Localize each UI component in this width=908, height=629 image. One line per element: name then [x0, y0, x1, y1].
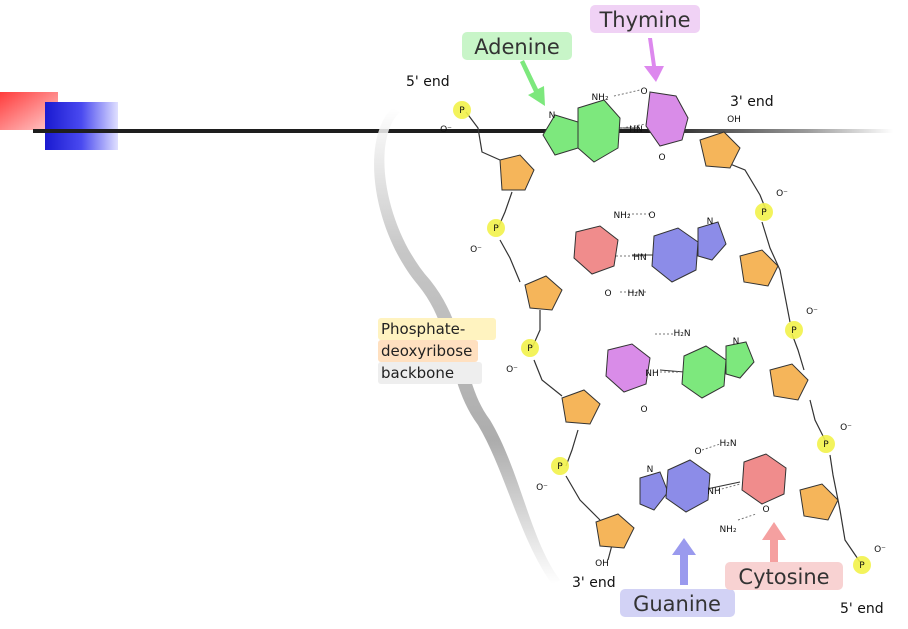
- phosphate-4: [551, 457, 569, 475]
- p-atom-7: P: [823, 440, 829, 450]
- hn-label-1: HN: [629, 125, 643, 135]
- thymine-arrow: [644, 38, 664, 82]
- p-atom-8: P: [859, 561, 865, 571]
- sugar-3-left: [561, 389, 601, 425]
- h2n-label-4: H₂N: [719, 439, 736, 449]
- three-prime-end-bottom: 3' end: [572, 575, 616, 591]
- n-label-2: N: [707, 217, 714, 227]
- o-label-7: O: [762, 505, 769, 515]
- thymine-base-1: [645, 91, 689, 147]
- guanine-base-4-hexagon: [665, 459, 711, 513]
- sugar-2-right: [739, 249, 779, 287]
- guanine-arrow: [672, 538, 696, 585]
- thymine-label-bg: [590, 5, 700, 33]
- hydrogen-bonds: [613, 89, 757, 521]
- cytosine-arrow: [762, 522, 786, 562]
- o-label-1: O: [640, 87, 647, 97]
- three-prime-end-top: 3' end: [730, 94, 774, 110]
- p-atom-1: P: [459, 106, 465, 116]
- sugar-4-right: [799, 483, 839, 521]
- adenine-base-1-pentagon: [542, 114, 579, 156]
- backbone-label-bg-1: [378, 318, 496, 340]
- nh-label-4: NH: [707, 487, 721, 497]
- backbone-label-bg-2: [378, 340, 478, 362]
- o-label-5: O: [640, 405, 647, 415]
- cytosine-label: Cytosine: [738, 565, 829, 589]
- phosphate-groups: [453, 101, 871, 574]
- o-minus-label-2: O⁻: [470, 245, 482, 255]
- phosphate-2: [487, 219, 505, 237]
- n-label-4: N: [647, 465, 654, 475]
- phosphate-6: [785, 321, 803, 339]
- backbone-label-line-2: deoxyribose: [381, 342, 472, 360]
- p-atom-4: P: [557, 462, 563, 472]
- backbone-label-line-3: backbone: [381, 364, 454, 382]
- phosphate-5: [755, 203, 773, 221]
- nh-label-3: NH: [645, 369, 659, 379]
- adenine-base-3-pentagon: [725, 341, 755, 379]
- n-label-3: N: [733, 337, 740, 347]
- backbone-label-line-1: Phosphate-: [381, 320, 465, 338]
- thymine-base-3: [605, 343, 651, 393]
- guanine-base-4-pentagon: [639, 471, 669, 511]
- five-prime-end-top: 5' end: [406, 74, 450, 90]
- sugar-2-left: [524, 275, 563, 311]
- o-label-2: O: [658, 153, 665, 163]
- o-minus-label-7: O⁻: [840, 423, 852, 433]
- phosphate-7: [817, 435, 835, 453]
- guanine-base-2-pentagon: [697, 221, 727, 261]
- thymine-label: Thymine: [598, 8, 690, 32]
- adenine-arrow: [520, 60, 545, 106]
- p-atom-5: P: [761, 208, 767, 218]
- sugar-3-right: [769, 363, 809, 401]
- title-rule: [33, 129, 893, 133]
- hn-label-2: HN: [633, 253, 647, 263]
- adenine-base-3-hexagon: [681, 345, 727, 399]
- o-minus-label-5: O⁻: [776, 189, 788, 199]
- o-minus-label-4: O⁻: [536, 483, 548, 493]
- p-atom-3: P: [527, 344, 533, 354]
- h2n-label-3: H₂N: [673, 329, 690, 339]
- blue-logo-square: [45, 102, 118, 150]
- o-label-4: O: [604, 289, 611, 299]
- guanine-label-bg: [620, 589, 735, 617]
- backbone-label-bg-3: [378, 362, 482, 384]
- adenine-label-bg: [462, 32, 572, 60]
- o-minus-label-1: O⁻: [440, 125, 452, 135]
- sugar-1-right: [699, 131, 741, 169]
- nh2-label-4: NH₂: [719, 525, 737, 535]
- adenine-label: Adenine: [474, 35, 560, 59]
- o-label-6: O: [694, 447, 701, 457]
- o-label-3: O: [648, 211, 655, 221]
- phosphate-8: [853, 556, 871, 574]
- five-prime-end-bottom: 5' end: [840, 601, 884, 617]
- adenine-base-1-hexagon: [577, 99, 621, 163]
- phosphate-3: [521, 339, 539, 357]
- slide-corner-logo: [0, 92, 118, 150]
- cytosine-base-4: [741, 453, 787, 505]
- oh-label-top: OH: [727, 115, 741, 125]
- cytosine-label-bg: [725, 562, 843, 590]
- h2n-label-2: H₂N: [627, 289, 644, 299]
- nh2-label-2: NH₂: [613, 211, 631, 221]
- o-minus-label-3: O⁻: [506, 365, 518, 375]
- cytosine-base-2: [573, 225, 619, 275]
- nh2-label-1: NH₂: [591, 93, 609, 103]
- p-atom-6: P: [791, 326, 797, 336]
- oh-label-bottom: OH: [595, 559, 609, 569]
- guanine-base-2-hexagon: [651, 227, 699, 283]
- sugar-1-left: [499, 154, 535, 191]
- phosphate-1: [453, 101, 471, 119]
- n-label-1: N: [549, 111, 556, 121]
- o-minus-label-8: O⁻: [874, 545, 886, 555]
- o-minus-label-6: O⁻: [806, 307, 818, 317]
- p-atom-2: P: [493, 224, 499, 234]
- guanine-label: Guanine: [633, 592, 721, 616]
- sugar-4-left: [595, 513, 635, 549]
